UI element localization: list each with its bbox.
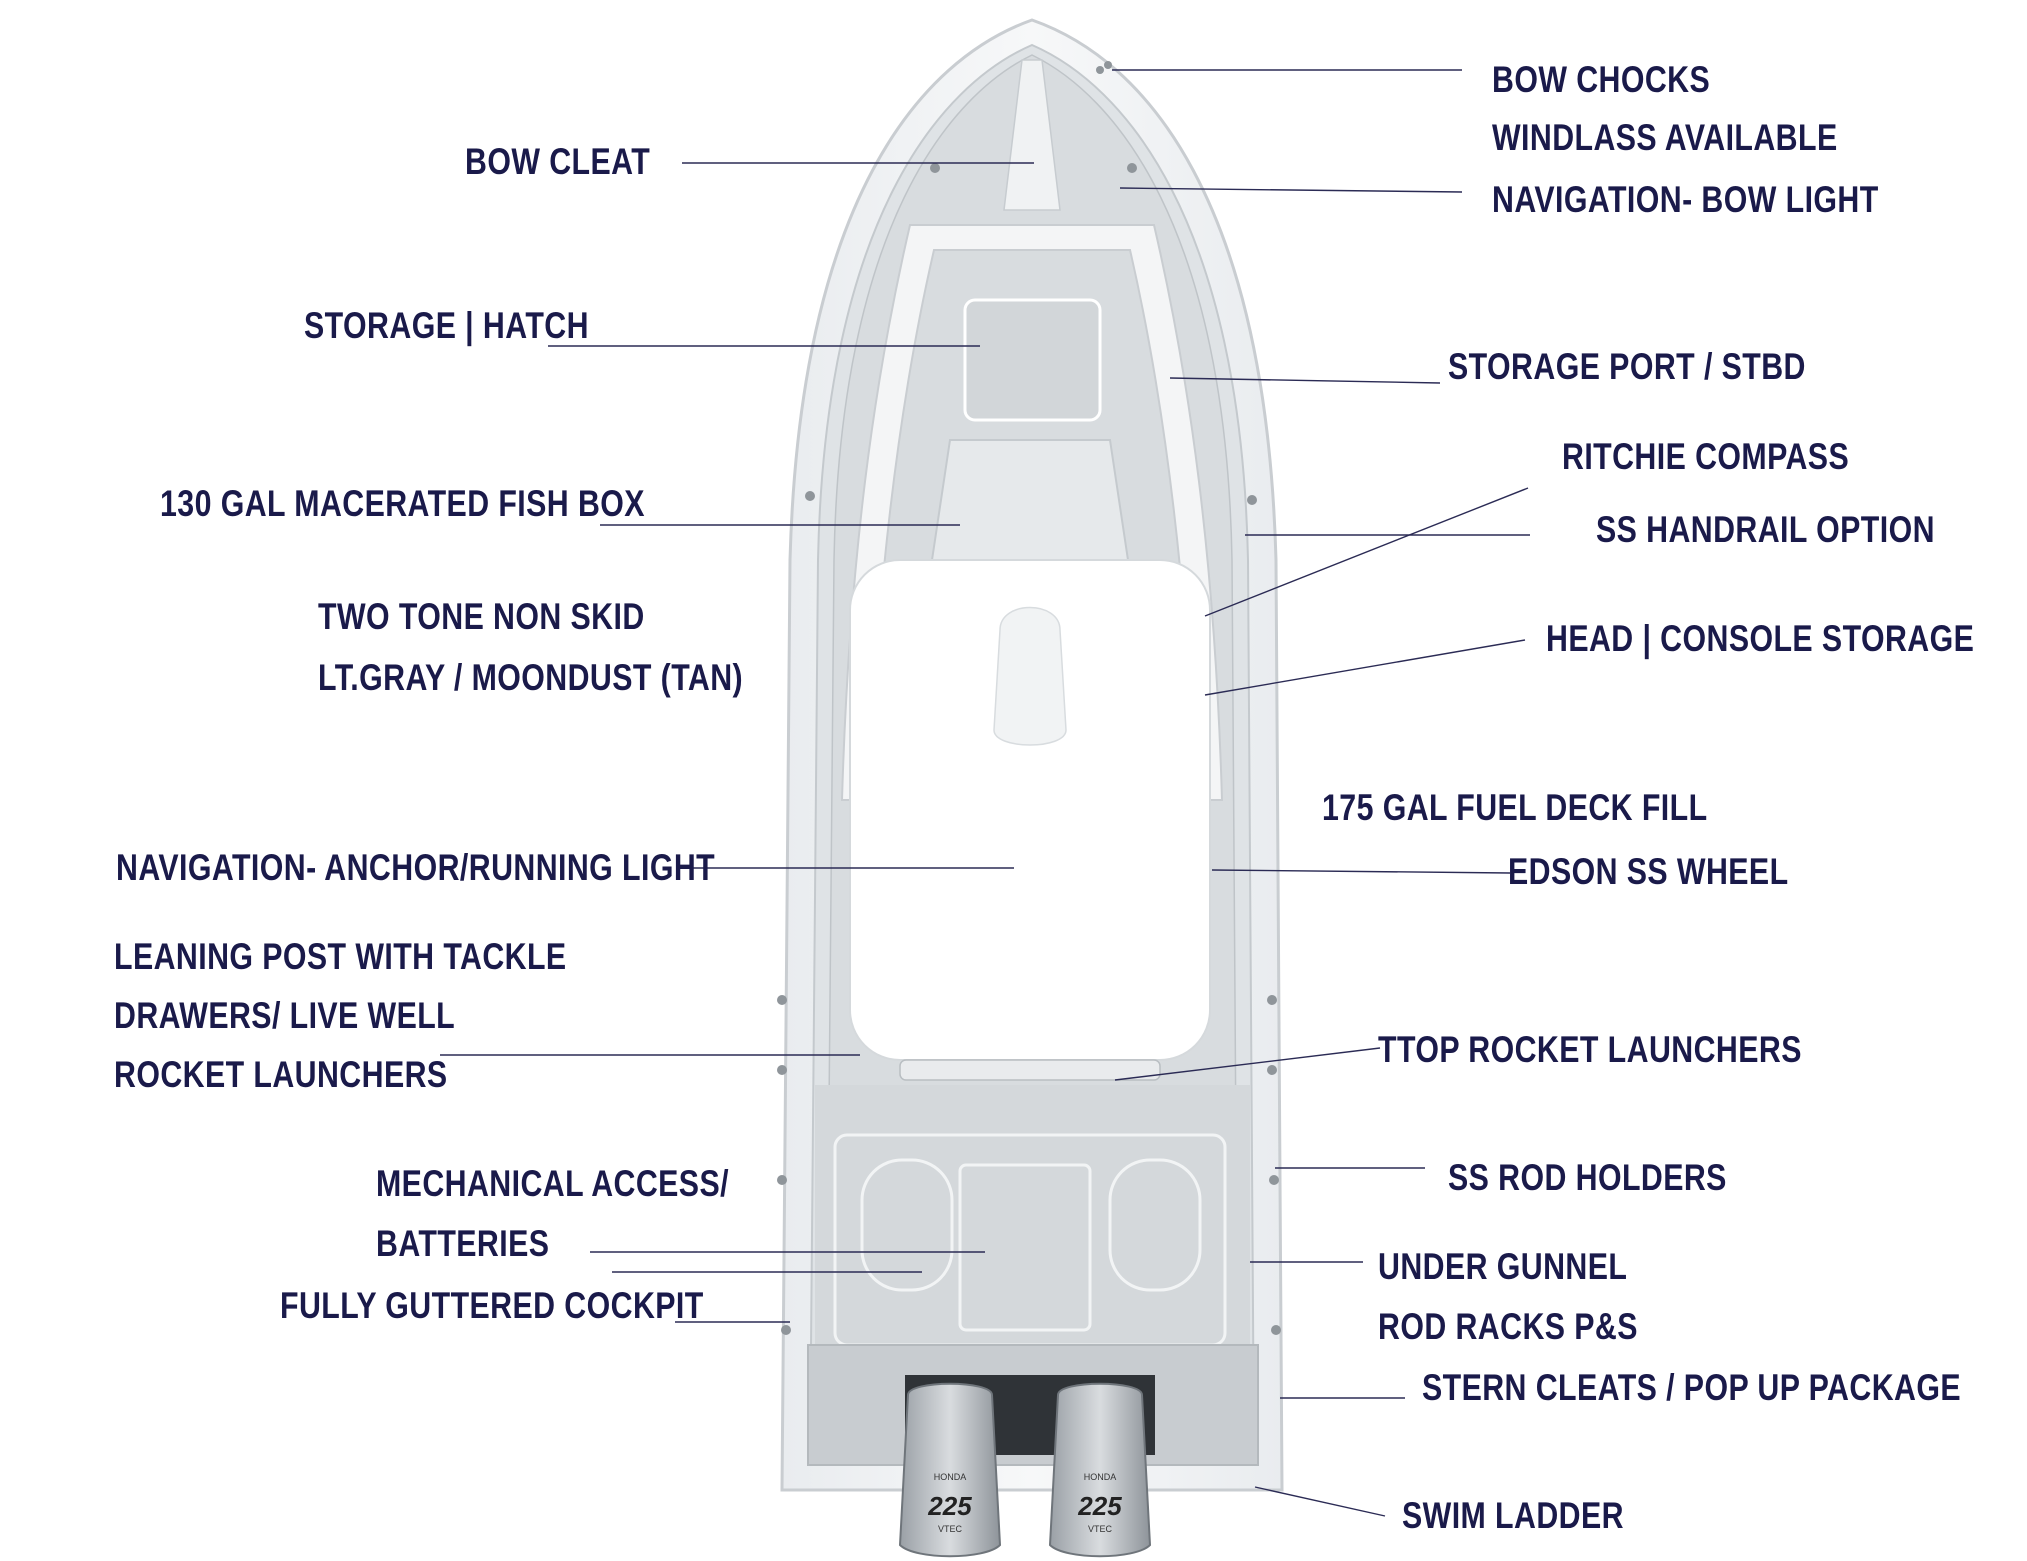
label-storage-port-stbd: STORAGE PORT / STBD — [1448, 346, 1806, 387]
label-nav-anchor: NAVIGATION- ANCHOR/RUNNING LIGHT — [116, 847, 716, 888]
engine-sub-label: VTEC — [938, 1524, 963, 1534]
label-lt-gray: LT.GRAY / MOONDUST (TAN) — [318, 657, 744, 698]
label-ttop-rocket: TTOP ROCKET LAUNCHERS — [1378, 1029, 1802, 1070]
label-fish-box: 130 GAL MACERATED FISH BOX — [160, 483, 645, 524]
label-bow-chocks: BOW CHOCKS — [1492, 59, 1711, 100]
label-leaning-post: LEANING POST WITH TACKLE — [114, 936, 567, 977]
engine-model-label: 225 — [927, 1491, 972, 1521]
label-fuel-fill: 175 GAL FUEL DECK FILL — [1322, 787, 1708, 828]
label-mech-access: MECHANICAL ACCESS/ — [376, 1163, 729, 1204]
label-edson-wheel: EDSON SS WHEEL — [1508, 851, 1789, 892]
label-two-tone: TWO TONE NON SKID — [318, 596, 645, 637]
engine-sub-label: VTEC — [1088, 1524, 1113, 1534]
label-head-console: HEAD | CONSOLE STORAGE — [1546, 618, 1975, 659]
label-batteries: BATTERIES — [376, 1223, 550, 1264]
engine-brand-label: HONDA — [1084, 1472, 1117, 1482]
label-ss-handrail: SS HANDRAIL OPTION — [1596, 509, 1935, 550]
label-windlass: WINDLASS AVAILABLE — [1492, 117, 1838, 158]
label-nav-bow-light: NAVIGATION- BOW LIGHT — [1492, 179, 1879, 220]
engine-brand-label: HONDA — [934, 1472, 967, 1482]
label-ritchie-compass: RITCHIE COMPASS — [1562, 436, 1850, 477]
label-under-gunnel: UNDER GUNNEL — [1378, 1246, 1628, 1287]
engine-model-label: 225 — [1077, 1491, 1122, 1521]
label-bow-cleat: BOW CLEAT — [465, 141, 651, 182]
label-rod-racks: ROD RACKS P&S — [1378, 1306, 1638, 1347]
outboard-engine-port: HONDA 225 VTEC — [898, 1382, 1002, 1558]
label-stern-cleats: STERN CLEATS / POP UP PACKAGE — [1422, 1367, 1961, 1408]
callout-lines — [440, 69, 1530, 1517]
label-ss-rod-holders: SS ROD HOLDERS — [1448, 1157, 1727, 1198]
label-drawers: DRAWERS/ LIVE WELL — [114, 995, 456, 1036]
label-guttered: FULLY GUTTERED COCKPIT — [280, 1285, 704, 1326]
label-rocket-launchers: ROCKET LAUNCHERS — [114, 1054, 448, 1095]
outboard-engine-starboard: HONDA 225 VTEC — [1048, 1382, 1152, 1558]
label-storage-hatch: STORAGE | HATCH — [304, 305, 589, 346]
label-swim-ladder: SWIM LADDER — [1402, 1495, 1624, 1536]
